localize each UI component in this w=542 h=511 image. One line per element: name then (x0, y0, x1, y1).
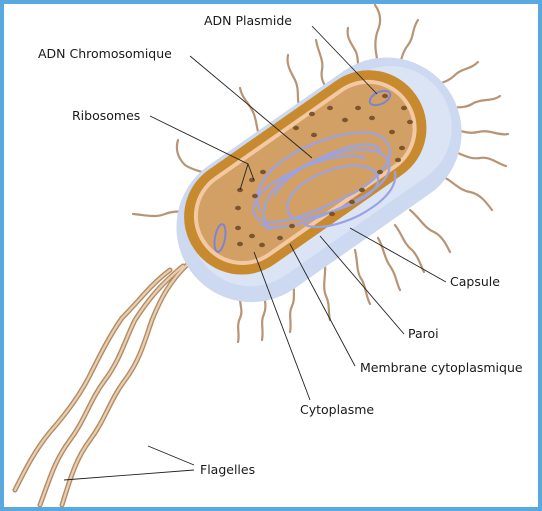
label-ribosomes: Ribosomes (72, 108, 140, 123)
label-capsule: Capsule (450, 274, 500, 289)
label-cytoplasme: Cytoplasme (300, 402, 374, 417)
label-adn-plasmide: ADN Plasmide (204, 13, 292, 28)
label-flagelles: Flagelles (200, 462, 255, 477)
label-paroi: Paroi (408, 326, 439, 341)
label-adn-chromosomique: ADN Chromosomique (38, 46, 172, 61)
label-membrane: Membrane cytoplasmique (360, 360, 523, 375)
